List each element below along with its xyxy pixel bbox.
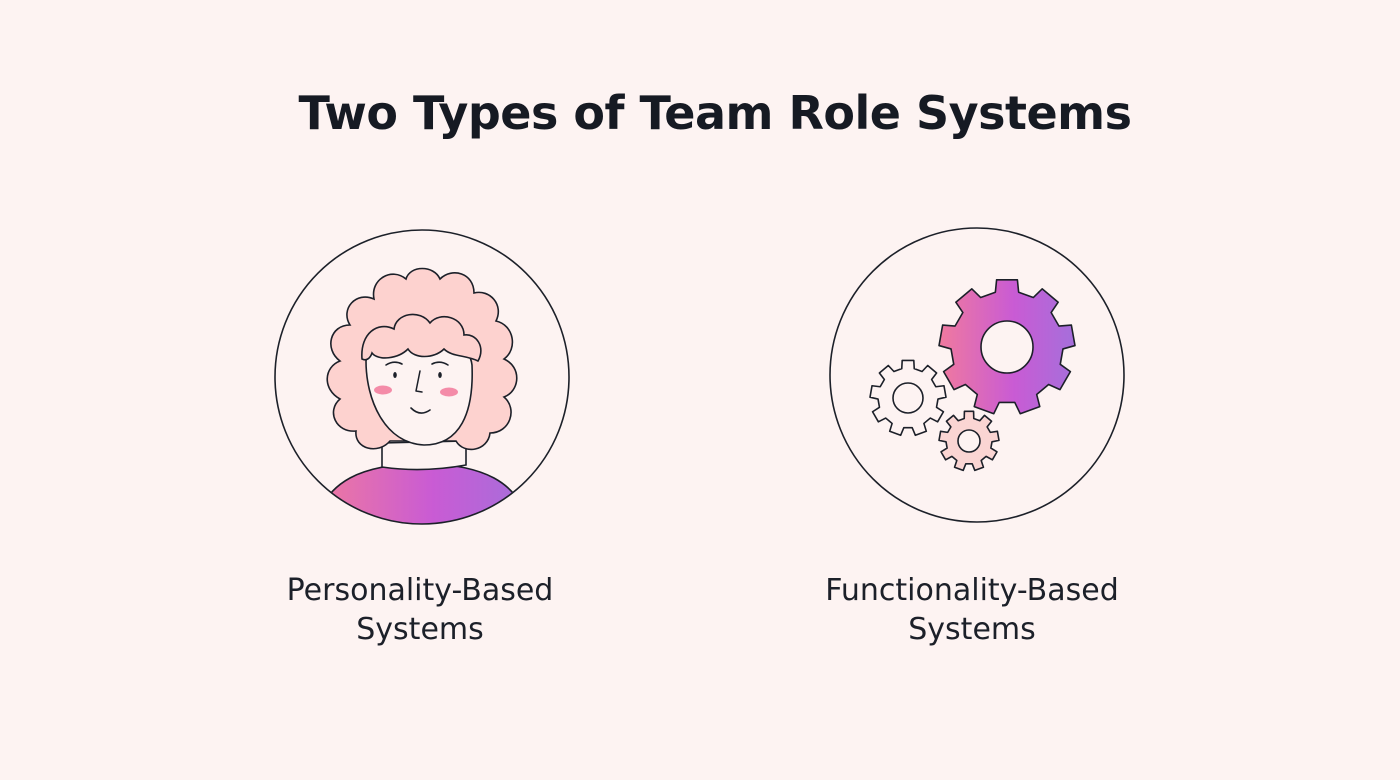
- functionality-label-line2: Systems: [908, 612, 1036, 647]
- gears-icon: [829, 227, 1125, 523]
- functionality-label-line1: Functionality-Based: [825, 573, 1119, 608]
- personality-card: Personality-Based Systems: [210, 0, 630, 780]
- personality-label-line1: Personality-Based: [286, 573, 554, 608]
- person-icon: [274, 229, 570, 525]
- personality-label-line2: Systems: [356, 612, 484, 647]
- small-gear-icon: [869, 359, 947, 437]
- personality-label: Personality-Based Systems: [210, 571, 630, 649]
- functionality-label: Functionality-Based Systems: [762, 571, 1182, 649]
- large-gear-icon: [938, 279, 1076, 415]
- tiny-gear-icon: [938, 410, 1000, 472]
- page-title: Two Types of Team Role Systems: [298, 86, 1132, 140]
- functionality-card: Functionality-Based Systems: [762, 0, 1182, 780]
